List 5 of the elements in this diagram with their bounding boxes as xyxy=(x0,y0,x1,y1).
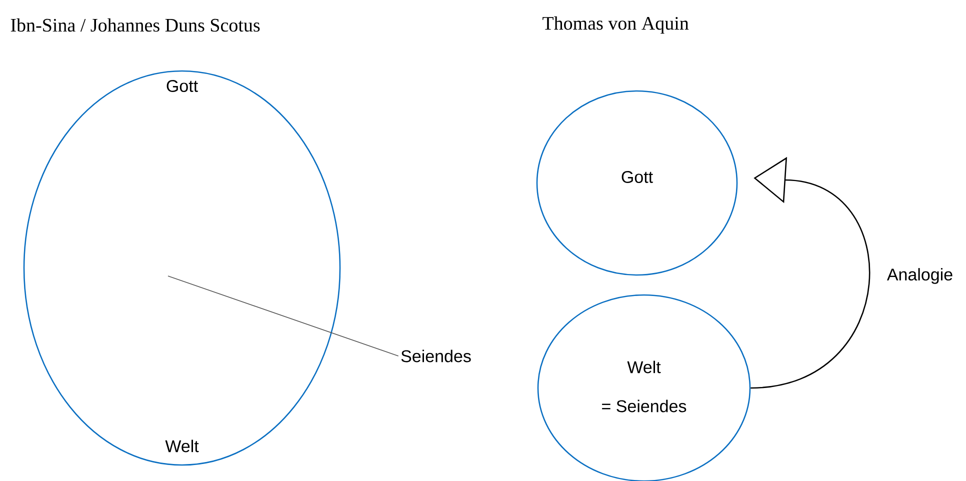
heading: Ibn-Sina / Johannes Duns Scotus xyxy=(10,18,260,32)
edge-label: Analogie xyxy=(886,268,952,284)
callout-text: Seiendes xyxy=(401,350,471,362)
leader-line xyxy=(168,276,399,356)
heading: Thomas von Aquin xyxy=(542,16,689,34)
